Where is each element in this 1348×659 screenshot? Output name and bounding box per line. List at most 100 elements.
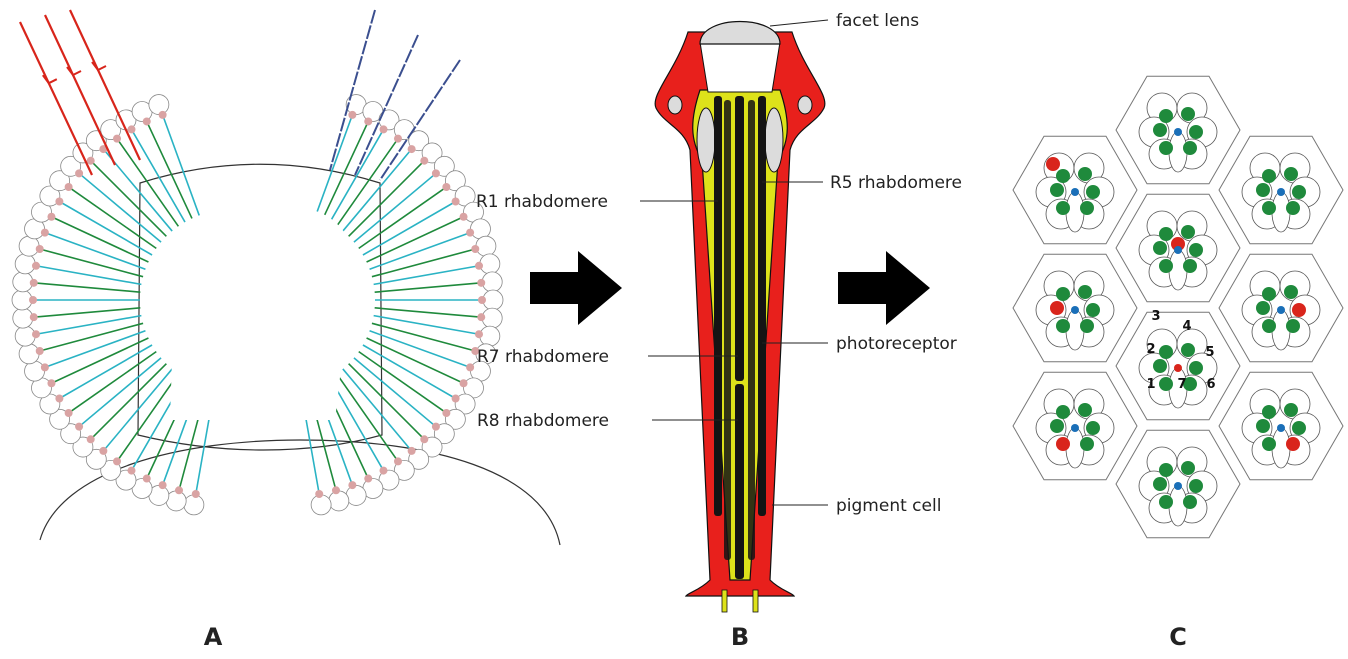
pigment-dots (420, 435, 428, 443)
pigment-dots (348, 481, 356, 489)
photoreceptor-rhabdomere (1262, 201, 1276, 215)
callout-facet-lens: facet lens (836, 11, 919, 31)
pigment-dots (466, 363, 474, 371)
photoreceptor-rhabdomere (1181, 461, 1195, 475)
facet (480, 326, 500, 346)
facet (19, 236, 39, 256)
ommatidium-shaft (375, 283, 485, 293)
photoreceptor-rhabdomere (1159, 141, 1173, 155)
callout-r8-rhabdomere: R8 rhabdomere (477, 411, 609, 431)
panel-label-c: C (1169, 623, 1187, 651)
pigment-dots (394, 457, 402, 465)
rhabdomere-r1 (714, 96, 722, 516)
photoreceptor-rhabdomere (1056, 319, 1070, 333)
r7-rhabdomere (1071, 424, 1079, 432)
pigment-dots (332, 486, 340, 494)
ommatidium-shaft (359, 352, 449, 415)
pigment-dots (75, 423, 83, 431)
pigment-dots (475, 330, 483, 338)
pigment-granule (765, 108, 783, 172)
facet (311, 495, 331, 515)
photoreceptor-rhabdomere (1292, 185, 1306, 199)
r7-rhabdomere (1174, 246, 1182, 254)
pigment-granule (697, 108, 715, 172)
r7-rhabdomere (1277, 306, 1285, 314)
photoreceptor-rhabdomere (1159, 227, 1173, 241)
pigment-dots (128, 467, 136, 475)
photoreceptor-rhabdomere (1159, 345, 1173, 359)
ommatidium-shaft (66, 185, 156, 248)
photoreceptor-rhabdomere (1159, 259, 1173, 273)
ommatidium-shaft (354, 358, 438, 429)
photoreceptor-rhabdomere (1181, 343, 1195, 357)
photoreceptor-rhabdomere (1189, 125, 1203, 139)
callout-r1-rhabdomere: R1 rhabdomere (476, 192, 608, 212)
pigment-dots (143, 117, 151, 125)
facet (15, 326, 35, 346)
photoreceptor-rhabdomere (1256, 183, 1270, 197)
label-r6: 6 (1206, 377, 1215, 392)
ommatidium-shaft (31, 283, 141, 293)
pigment-dots (192, 490, 200, 498)
ommatidium-shaft (375, 308, 485, 318)
pigment-dots (113, 457, 121, 465)
facet (19, 344, 39, 364)
rhabdomere-r4 (748, 100, 755, 560)
ommatidium-shaft (343, 147, 414, 231)
pigment-dots (29, 296, 37, 304)
pigment-dots (315, 490, 323, 498)
facet (482, 308, 502, 328)
pigment-dots (41, 363, 49, 371)
label-r2: 2 (1146, 342, 1155, 357)
panel-c-ommatidia-array: 3 4 2 5 1 7 6 C (1013, 76, 1343, 651)
pigment-dots (452, 395, 460, 403)
ommatidium-shaft (66, 352, 156, 415)
photoreceptor-rhabdomere (1292, 303, 1306, 317)
photoreceptor-rhabdomere (1159, 109, 1173, 123)
photoreceptor-rhabdomere (1080, 201, 1094, 215)
facet (15, 254, 35, 274)
pigment-dots (65, 409, 73, 417)
pigment-dots (364, 117, 372, 125)
label-r5: 5 (1205, 345, 1214, 360)
ommatidium-shaft (374, 265, 482, 284)
photoreceptor-rhabdomere (1153, 123, 1167, 137)
light-ray (20, 22, 92, 175)
pigment-dots (477, 279, 485, 287)
pigment-dots (143, 475, 151, 483)
photoreceptor-rhabdomere (1153, 241, 1167, 255)
photoreceptor-rhabdomere (1189, 361, 1203, 375)
panel-label-a: A (204, 623, 223, 651)
photoreceptor-rhabdomere (1256, 301, 1270, 315)
pigment-granule (798, 96, 812, 114)
panel-b-ommatidium: facet lens R1 rhabdomere R5 rhabdomere R… (476, 11, 962, 651)
facet (329, 491, 349, 511)
facet (166, 491, 186, 511)
pigment-dots (30, 313, 38, 321)
pigment-dots (113, 135, 121, 143)
hexagonal-ommatidia-grid (1013, 76, 1343, 537)
photoreceptor-rhabdomere (1262, 437, 1276, 451)
pigment-dots (47, 213, 55, 221)
pigment-dots (477, 313, 485, 321)
rhabdomere-r8 (735, 384, 744, 579)
photoreceptor-rhabdomere (1262, 319, 1276, 333)
ommatidium-shaft (354, 171, 438, 242)
label-r3: 3 (1151, 309, 1160, 324)
photoreceptor-rhabdomere (1183, 495, 1197, 509)
ray-arrowhead (43, 75, 57, 83)
r7-rhabdomere (1071, 188, 1079, 196)
pigment-dots (348, 111, 356, 119)
r7-rhabdomere (1277, 424, 1285, 432)
ray-arrowhead (67, 67, 81, 75)
pigment-dots (159, 111, 167, 119)
facet (482, 272, 502, 292)
photoreceptor-rhabdomere (1153, 477, 1167, 491)
photoreceptor-rhabdomere (1056, 201, 1070, 215)
ommatidium-shaft (77, 171, 161, 242)
arrow-right-icon (530, 251, 622, 325)
callout-r7-rhabdomere: R7 rhabdomere (477, 347, 609, 367)
eye-inner-cavity (150, 205, 363, 421)
photoreceptor-rhabdomere (1153, 359, 1167, 373)
photoreceptor-rhabdomere (1183, 259, 1197, 273)
